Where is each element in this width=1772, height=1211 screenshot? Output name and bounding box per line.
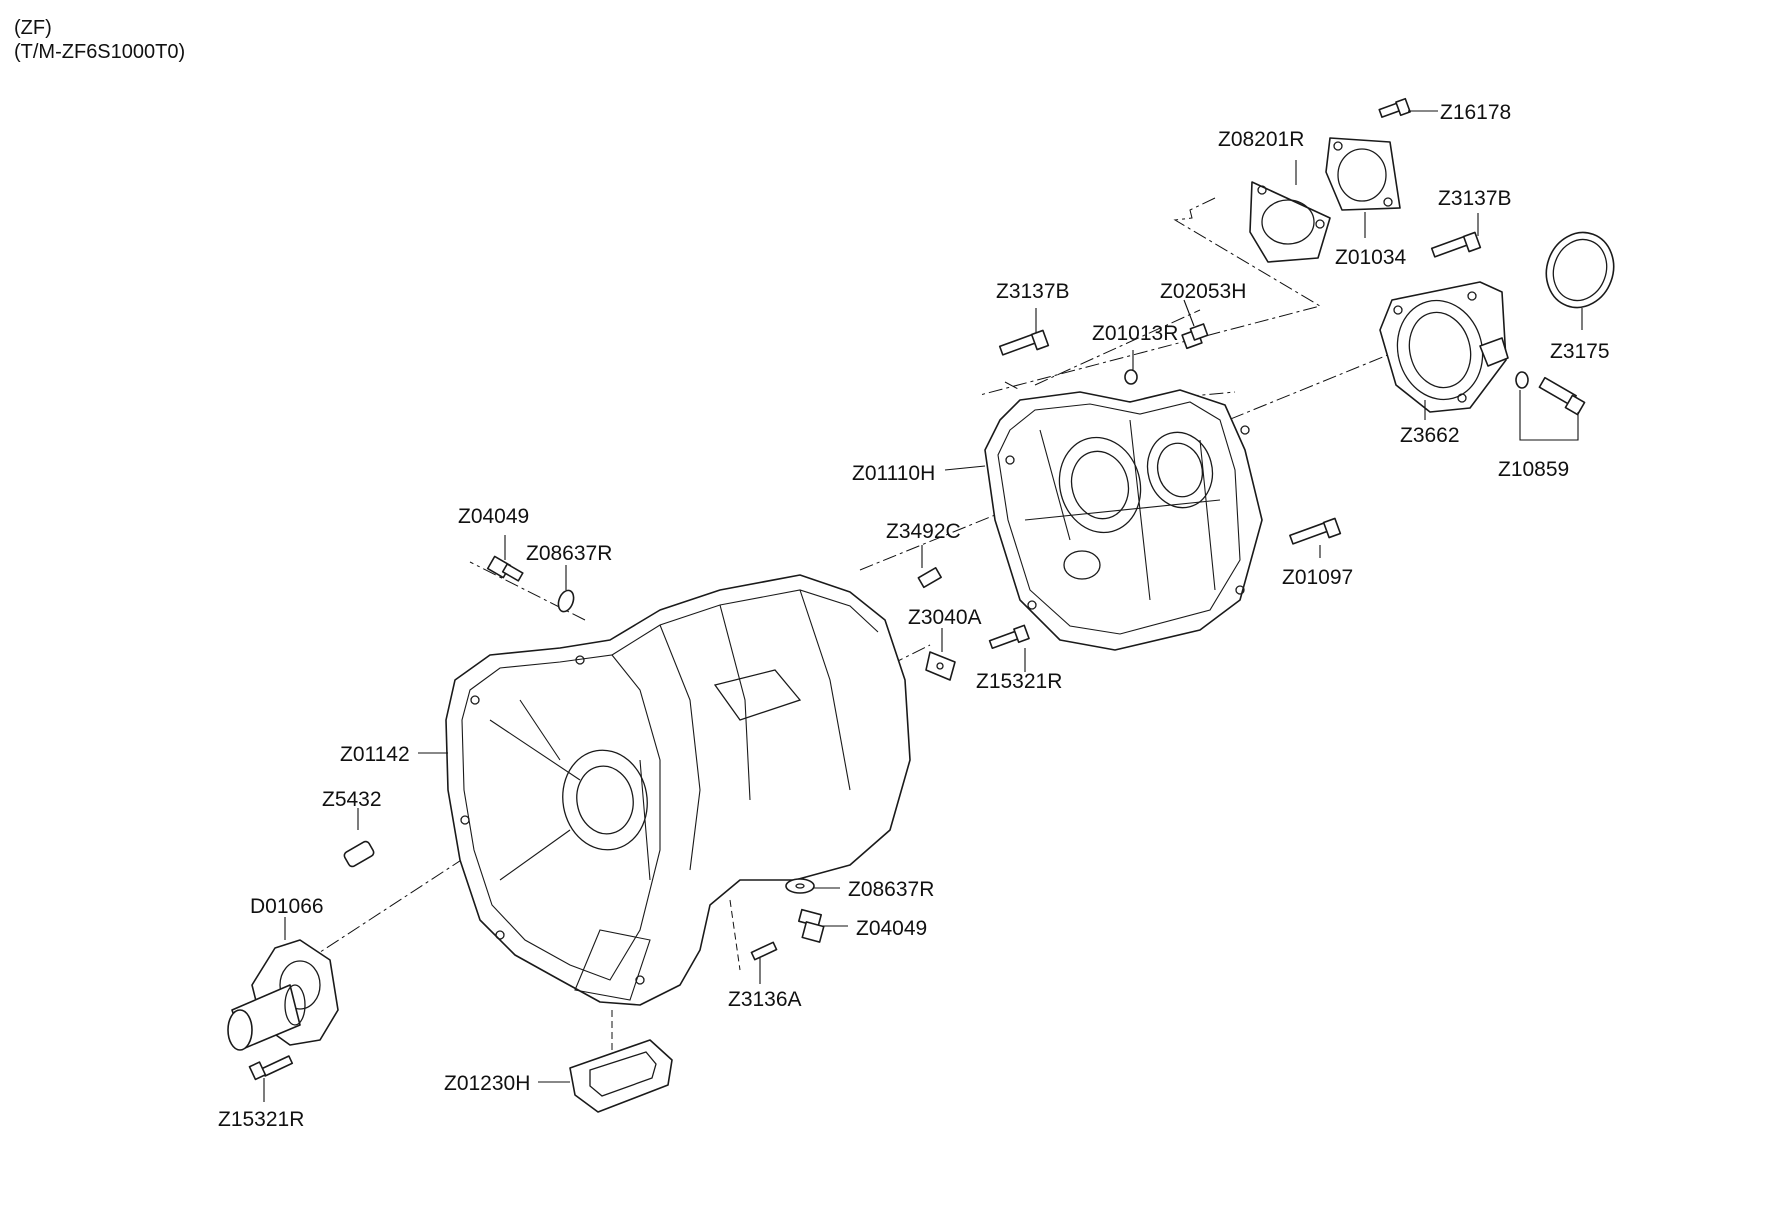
label-z5432: Z5432 <box>322 788 382 811</box>
label-z08201r: Z08201R <box>1218 128 1304 151</box>
gasket-plate-z01034 <box>1325 137 1401 211</box>
leader-lines <box>263 110 1583 1102</box>
label-z3136a: Z3136A <box>728 988 802 1011</box>
label-z01230h: Z01230H <box>444 1072 530 1095</box>
seal-ring-z3175 <box>1545 231 1615 309</box>
plug-z04049-bot <box>797 908 825 943</box>
plate-z3040a <box>925 651 956 681</box>
label-z02053h: Z02053H <box>1160 280 1246 303</box>
label-z3492c: Z3492C <box>886 520 961 543</box>
bolt-z15321r-bot <box>248 1055 294 1081</box>
plug-z04049-top <box>486 555 524 582</box>
label-z08637r-top: Z08637R <box>526 542 612 565</box>
label-z15321r-mid: Z15321R <box>976 670 1062 693</box>
intermediate-housing-z01110h <box>984 389 1263 651</box>
diagram-header-line2: (T/M-ZF6S1000T0) <box>14 41 186 63</box>
label-d01066: D01066 <box>250 895 324 918</box>
label-z01034: Z01034 <box>1335 246 1407 269</box>
bolt-z3137b-top <box>1430 231 1482 258</box>
label-z3137b-top: Z3137B <box>1438 187 1512 210</box>
bolt-z01097 <box>1289 517 1342 545</box>
gasket-plate-z08201r <box>1249 181 1331 263</box>
washer-z08637r-bot <box>785 878 815 894</box>
plug-z02053h <box>1181 323 1209 350</box>
label-z04049-top: Z04049 <box>458 505 529 528</box>
label-z3175: Z3175 <box>1550 340 1610 363</box>
label-z3137b-mid: Z3137B <box>996 280 1070 303</box>
bearing-retainer-d01066 <box>227 939 339 1051</box>
bolt-z15321r-mid <box>988 624 1030 650</box>
label-z08637r-bot: Z08637R <box>848 878 934 901</box>
label-z15321r-bot: Z15321R <box>218 1108 304 1131</box>
label-z16178: Z16178 <box>1440 101 1511 124</box>
rear-housing-z3662 <box>1379 281 1509 413</box>
o-ring-z01013r <box>1124 369 1138 385</box>
dowel-z3492c <box>917 567 942 589</box>
label-z04049-bot: Z04049 <box>856 917 927 940</box>
gasket-z01230h <box>569 1039 673 1113</box>
washer-z08637r-top <box>557 589 575 613</box>
bolt-z16178 <box>1378 97 1411 118</box>
label-z01097: Z01097 <box>1282 566 1353 589</box>
label-z3662: Z3662 <box>1400 424 1460 447</box>
stud-z3136a <box>750 941 778 961</box>
bolt-z3137b-mid <box>998 329 1050 356</box>
sensor-z10859 <box>1515 371 1586 416</box>
main-housing-z01142 <box>445 574 911 1006</box>
label-z01110h: Z01110H <box>852 462 935 485</box>
pin-z5432 <box>343 840 375 868</box>
label-z01013r: Z01013R <box>1092 322 1178 345</box>
label-z10859: Z10859 <box>1498 458 1569 481</box>
label-z01142: Z01142 <box>340 743 410 766</box>
diagram-header-line1: (ZF) <box>14 17 52 39</box>
label-z3040a: Z3040A <box>908 606 982 629</box>
part-labels: Z16178 Z08201R Z3137B Z01034 Z3137B Z020… <box>218 101 1610 1131</box>
